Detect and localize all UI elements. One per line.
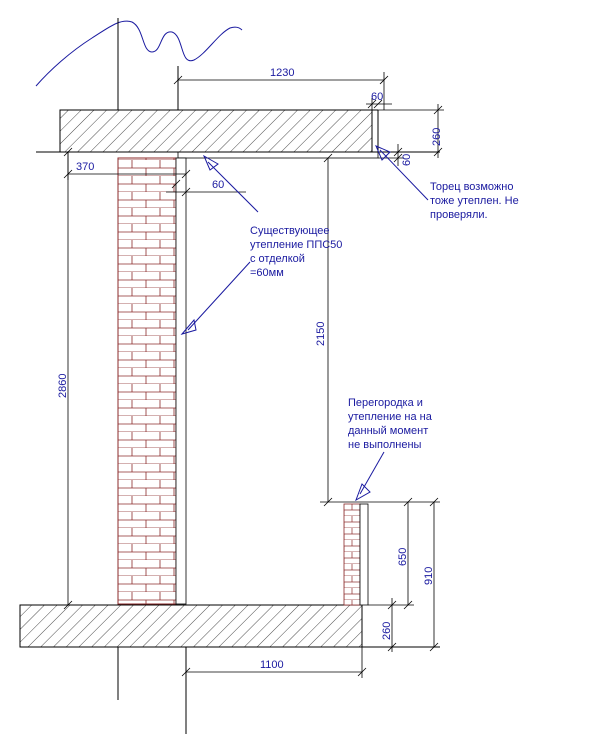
bottom-slab [19, 604, 363, 648]
break-line [35, 20, 243, 87]
partition-brick [343, 503, 361, 606]
dim-260-top-label: 260 [431, 128, 443, 146]
note-partition-line-4: не выполнены [348, 439, 422, 451]
note-end-face: Торец возможно тоже утеплен. Не проверял… [375, 145, 519, 221]
brick-wall [117, 157, 177, 605]
dim-650-label: 650 [397, 548, 409, 566]
dim-260-bottom: 260 [381, 598, 397, 652]
dim-1100-label: 1100 [260, 659, 284, 671]
dim-260-bottom-label: 260 [381, 622, 393, 640]
dim-1230-label: 1230 [270, 67, 294, 79]
note-partition-line-1: Перегородка и [348, 397, 423, 409]
note-existing-insulation: Существующее утепление ППС50 с отделкой … [180, 154, 342, 335]
dim-2150-label: 2150 [315, 322, 327, 346]
note-existing-line-3: с отделкой [250, 253, 305, 265]
dim-2860: 2860 [57, 147, 73, 610]
note-end-line-3: проверяли. [430, 209, 488, 221]
note-existing-line-4: =60мм [250, 267, 284, 279]
partition-insulation [359, 503, 369, 606]
dim-60-top-label: 60 [371, 91, 383, 103]
dim-60-right: 60 [378, 144, 413, 166]
dim-60-right-label: 60 [401, 154, 413, 166]
dim-370-label: 370 [76, 161, 94, 173]
dim-60-mid-label: 60 [212, 179, 224, 191]
dim-910: 910 [423, 497, 439, 652]
note-partition-line-2: утепление на на [348, 411, 433, 423]
note-partition-line-3: данный момент [348, 425, 428, 437]
dim-1100: 1100 [181, 647, 367, 678]
top-slab [59, 109, 373, 153]
dim-60-mid: 60 [166, 179, 246, 197]
note-existing-line-1: Существующее [250, 225, 330, 237]
ceiling-insulation [177, 151, 379, 159]
dim-2860-label: 2860 [57, 374, 69, 398]
dim-650: 650 [368, 497, 414, 610]
wall-insulation [175, 157, 187, 605]
dim-260-top: 260 [378, 104, 444, 158]
dim-1230: 1230 [173, 67, 389, 110]
dim-2150: 2150 [315, 153, 333, 507]
note-partition: Перегородка и утепление на на данный мом… [348, 397, 433, 502]
dim-60-top: 60 [366, 91, 392, 110]
note-end-line-2: тоже утеплен. Не [430, 195, 519, 207]
note-end-line-1: Торец возможно [430, 181, 513, 193]
note-existing-line-2: утепление ППС50 [250, 239, 342, 251]
dim-910-label: 910 [423, 567, 435, 585]
